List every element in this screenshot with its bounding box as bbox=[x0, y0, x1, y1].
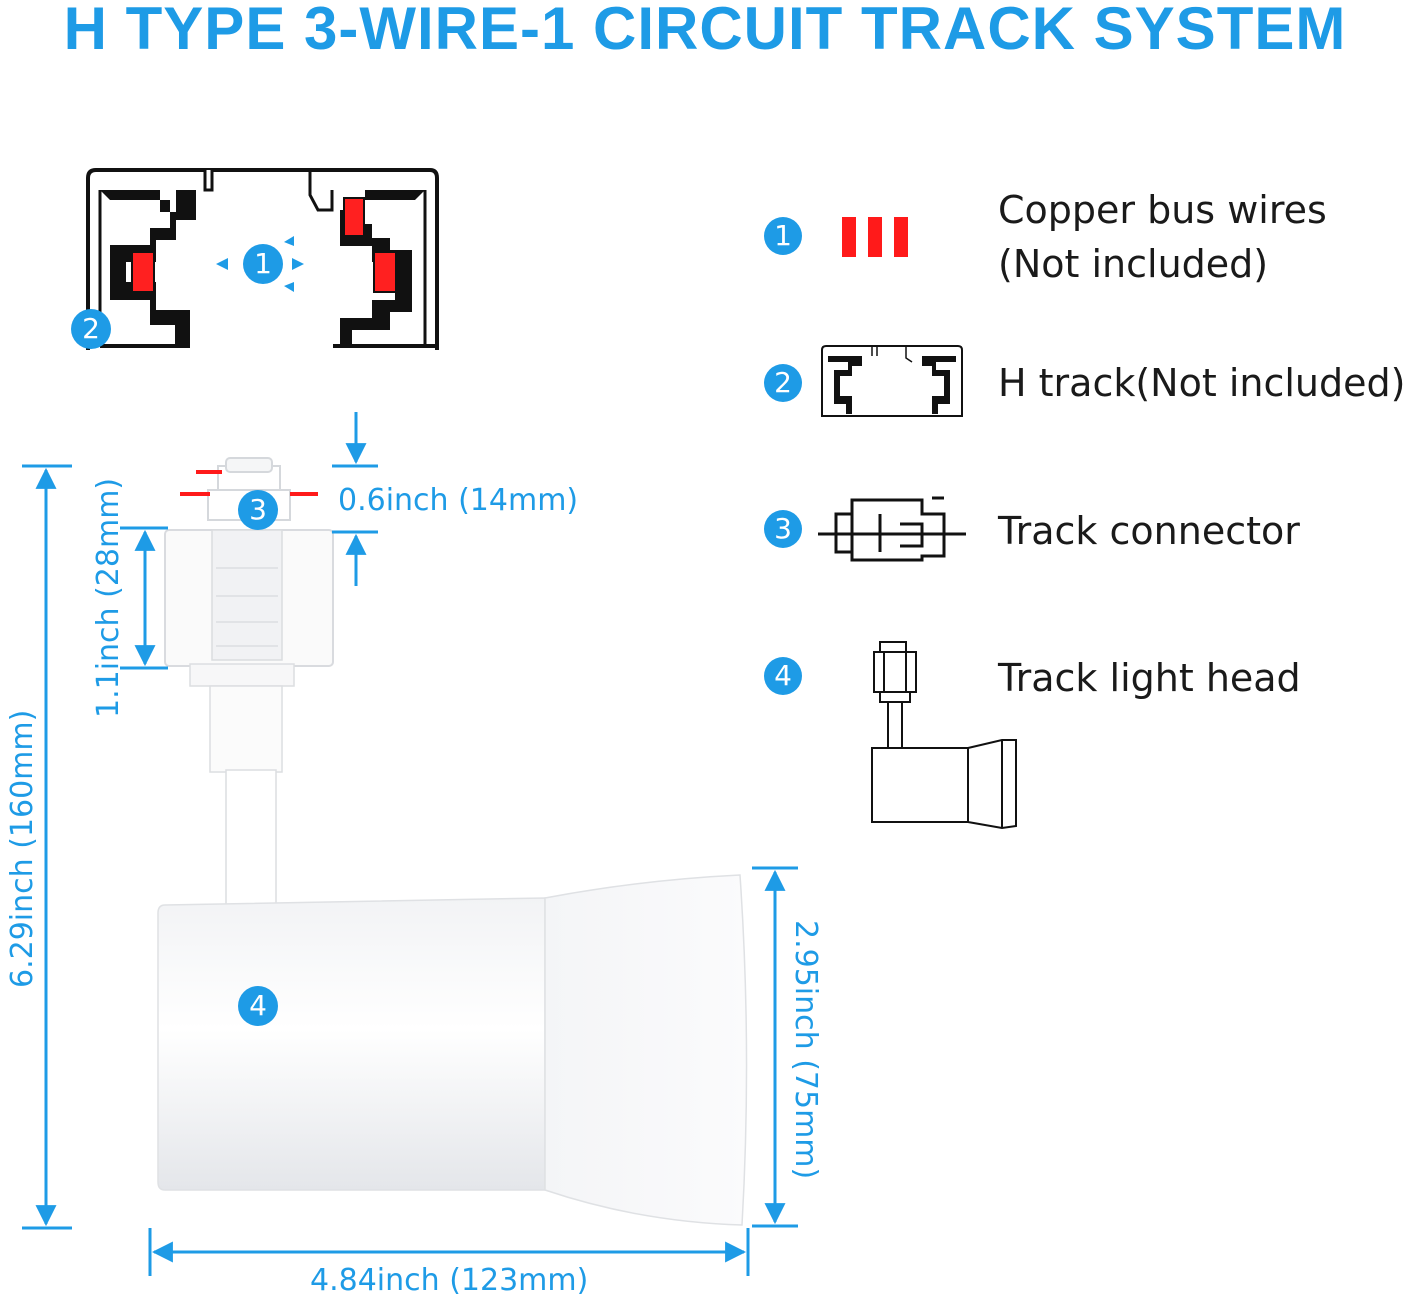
legend-item-1: Copper bus wires (Not included) bbox=[998, 183, 1327, 291]
legend-item-2-line-1: H track(Not included) bbox=[998, 361, 1406, 405]
dim-connector-top-label: 0.6inch (14mm) bbox=[338, 483, 578, 518]
track-connector-icon bbox=[818, 496, 966, 562]
h-track-icon bbox=[821, 345, 963, 417]
legend-item-3-line-1: Track connector bbox=[998, 509, 1300, 553]
copper-bus-wires-icon bbox=[842, 217, 908, 257]
legend-item-2: H track(Not included) bbox=[998, 356, 1405, 410]
callout-badge-track-housing: 2 bbox=[71, 309, 111, 349]
legend-item-3: Track connector bbox=[998, 504, 1300, 558]
dim-total-height-label: 6.29inch (160mm) bbox=[5, 710, 40, 988]
dim-adapter-height-label: 1.1inch (28mm) bbox=[91, 478, 126, 718]
track-light-head-icon bbox=[871, 641, 1017, 830]
callout-badge-light-head: 4 bbox=[238, 986, 278, 1026]
dimension-lines bbox=[22, 412, 798, 1276]
legend-badge-1: 1 bbox=[764, 217, 802, 255]
callout-badge-track-interior: 1 bbox=[243, 244, 283, 284]
legend-item-1-line-2: (Not included) bbox=[998, 242, 1269, 286]
dim-head-length-label: 4.84inch (123mm) bbox=[310, 1263, 588, 1298]
legend-item-4: Track light head bbox=[998, 651, 1301, 705]
legend-badge-4: 4 bbox=[764, 657, 802, 695]
legend-item-1-line-1: Copper bus wires bbox=[998, 188, 1327, 232]
legend-badge-2: 2 bbox=[764, 364, 802, 402]
page-title: H TYPE 3-WIRE-1 CIRCUIT TRACK SYSTEM bbox=[63, 0, 1347, 62]
dim-head-diameter-label: 2.95inch (75mm) bbox=[788, 920, 823, 1179]
legend-badge-3: 3 bbox=[764, 510, 802, 548]
h-track-cross-section bbox=[86, 168, 439, 350]
legend-item-4-line-1: Track light head bbox=[998, 656, 1301, 700]
callout-badge-connector: 3 bbox=[238, 490, 278, 530]
track-light-fixture bbox=[157, 457, 748, 1226]
